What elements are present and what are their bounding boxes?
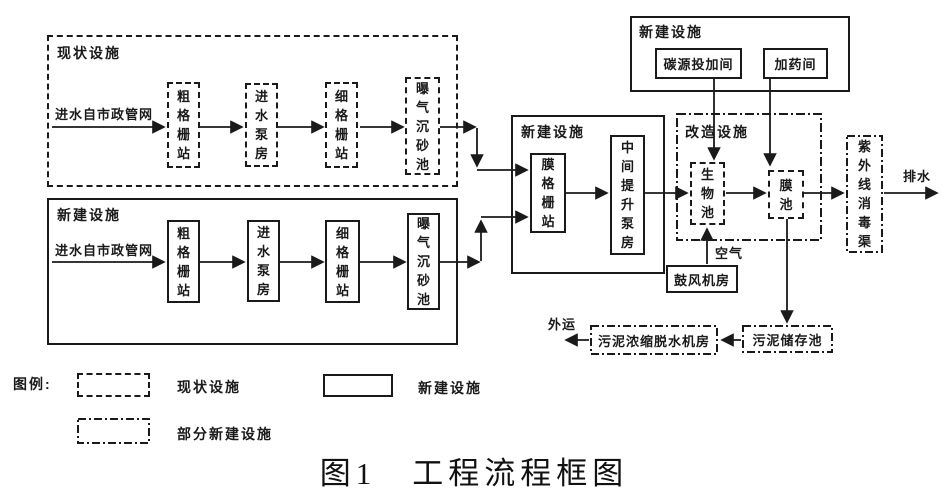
chemical-dosing-box: 加药间 — [763, 48, 828, 79]
new-inlet-pump-box: 进水泵房 — [247, 220, 280, 302]
membrane-screen-label: 膜格栅站 — [541, 157, 555, 229]
legend-existing-label: 现状设施 — [177, 379, 241, 395]
new-aerated-grit-box: 曝气沉砂池 — [407, 213, 440, 310]
legend-swatch-partial-new — [77, 418, 150, 444]
bio-tank-label: 生物池 — [700, 167, 714, 220]
air-label: 空气 — [715, 246, 744, 261]
legend-swatch-new — [323, 374, 393, 397]
outflow-label: 排水 — [903, 169, 932, 184]
intermediate-lift-pump-label: 中间提升泵房 — [620, 140, 634, 250]
existing-inlet-pump-box: 进水泵房 — [245, 83, 278, 167]
inflow-label-top: 进水自市政管网 — [55, 107, 154, 122]
uv-disinfection-channel-label: 紫外线消毒渠 — [857, 139, 871, 249]
dashdot-border — [590, 325, 718, 355]
new-aerated-grit-label: 曝气沉砂池 — [416, 216, 430, 307]
legend-new-label: 新建设施 — [418, 380, 482, 396]
membrane-tank-box: 膜池 — [768, 170, 804, 219]
container-new-left-label: 新建设施 — [57, 207, 121, 223]
container-new-mid-label: 新建设施 — [521, 124, 585, 140]
dashdot-border — [77, 418, 150, 444]
intermediate-lift-pump-box: 中间提升泵房 — [610, 135, 645, 255]
container-existing-facilities — [47, 35, 458, 187]
container-new-facilities-mid — [511, 115, 665, 274]
existing-fine-screen-label: 细格栅站 — [334, 89, 348, 161]
sludge-storage-label: 污泥储存池 — [752, 332, 823, 348]
blower-house-label: 鼓风机房 — [673, 272, 730, 288]
figure-caption: 图1 工程流程框图 — [319, 456, 629, 491]
dashdot-border — [742, 325, 833, 353]
existing-coarse-screen-label: 粗格栅站 — [176, 89, 190, 161]
inflow-label-bottom: 进水自市政管网 — [55, 243, 154, 258]
container-new-facilities-left — [47, 198, 458, 345]
chemical-dosing-label: 加药间 — [774, 57, 817, 72]
existing-aerated-grit-box: 曝气沉砂池 — [405, 77, 440, 175]
carbon-source-dosing-label: 碳源投加间 — [663, 57, 734, 72]
container-new-top-right-label: 新建设施 — [639, 24, 703, 40]
new-fine-screen-box: 细格栅站 — [325, 220, 360, 303]
container-rebuild-label: 改造设施 — [685, 124, 749, 140]
sludge-dewatering-label: 污泥浓缩脱水机房 — [597, 333, 710, 349]
new-fine-screen-label: 细格栅站 — [335, 225, 349, 298]
container-existing-label: 现状设施 — [57, 45, 121, 61]
legend-title: 图例: — [13, 376, 52, 392]
existing-aerated-grit-label: 曝气沉砂池 — [415, 80, 429, 172]
container-new-facilities-top-right — [630, 16, 850, 92]
carbon-source-dosing-box: 碳源投加间 — [655, 48, 742, 79]
existing-fine-screen-box: 细格栅站 — [325, 82, 358, 168]
new-coarse-screen-box: 粗格栅站 — [167, 220, 200, 303]
legend-swatch-existing — [77, 373, 150, 397]
sludge-storage-box: 污泥储存池 — [742, 325, 833, 353]
bio-tank-box: 生物池 — [690, 162, 725, 225]
new-inlet-pump-label: 进水泵房 — [256, 225, 270, 297]
membrane-screen-box: 膜格栅站 — [530, 153, 566, 233]
container-rebuild-facilities — [676, 113, 822, 241]
dashdot-border — [846, 135, 883, 253]
blower-house-box: 鼓风机房 — [666, 265, 738, 293]
legend-partial-new-label: 部分新建设施 — [177, 426, 273, 442]
sludge-dewatering-box: 污泥浓缩脱水机房 — [590, 325, 718, 355]
membrane-tank-label: 膜池 — [779, 177, 793, 212]
existing-inlet-pump-label: 进水泵房 — [254, 89, 268, 161]
existing-coarse-screen-box: 粗格栅站 — [167, 82, 200, 168]
dashdot-border — [676, 113, 822, 241]
new-coarse-screen-label: 粗格栅站 — [176, 225, 190, 298]
wires-group — [52, 79, 939, 347]
uv-disinfection-channel-box: 紫外线消毒渠 — [846, 135, 883, 253]
haul-away-label: 外运 — [548, 317, 577, 332]
